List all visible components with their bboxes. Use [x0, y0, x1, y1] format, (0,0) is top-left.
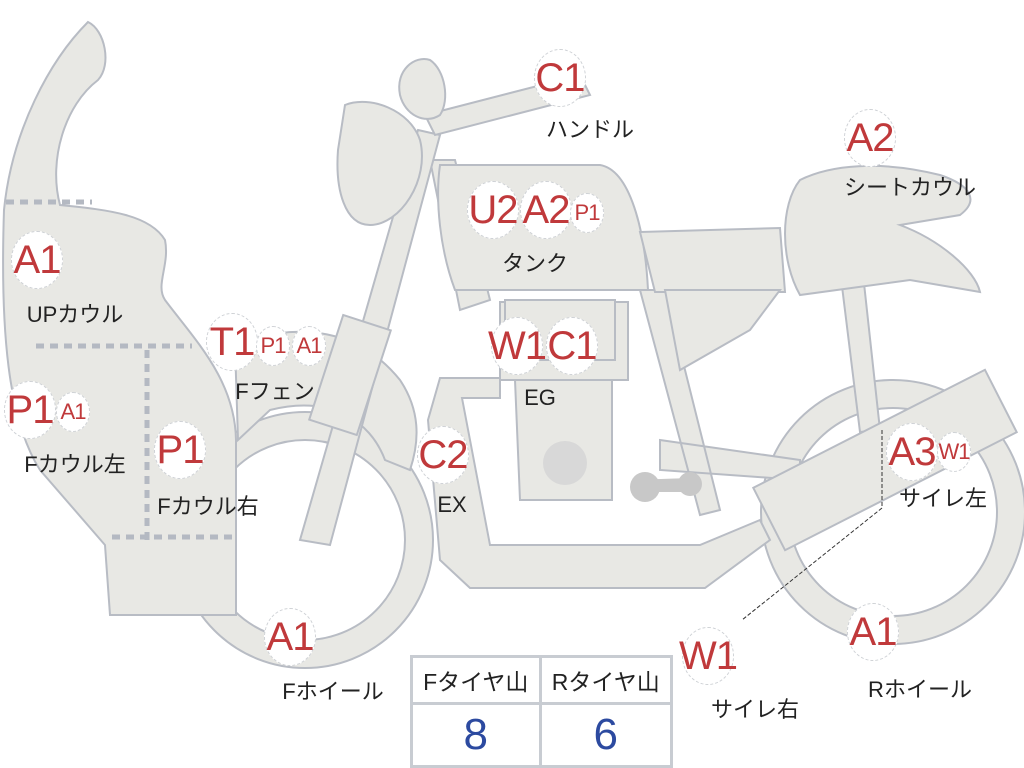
- badge-exhaust-c2: C2: [417, 426, 469, 484]
- badge-tank-u2: U2: [467, 181, 519, 239]
- header-rear-tire: Rタイヤ山: [538, 655, 673, 705]
- frame: [428, 159, 882, 517]
- headlight: [336, 100, 423, 227]
- header-front-tire: Fタイヤ山: [410, 655, 542, 705]
- badge-silencer-left-a3: A3: [886, 423, 938, 481]
- badge-engine-c1: C1: [546, 317, 598, 375]
- badge-up-cowl-a1: A1: [11, 231, 63, 289]
- value-front-tire: 8: [410, 702, 542, 768]
- label-seat-cowl: シートカウル: [843, 175, 977, 200]
- side-cover: [663, 289, 782, 372]
- label-f-cowl-left: Fカウル左: [24, 452, 126, 477]
- label-handle: ハンドル: [545, 117, 635, 142]
- tire-tread-table: Fタイヤ山 Rタイヤ山 8 6: [410, 655, 673, 768]
- seat-cowl: [784, 164, 982, 297]
- seat: [638, 226, 787, 293]
- badge-tank-a2: A2: [520, 181, 572, 239]
- value-rear-tire: 6: [538, 702, 673, 768]
- badge-silencer-right-w1: W1: [679, 627, 738, 685]
- badge-f-cowl-left-p1: P1: [4, 381, 56, 439]
- label-tank: タンク: [501, 251, 569, 276]
- badge-f-fender-p1: P1: [256, 326, 290, 366]
- badge-f-cowl-right-p1: P1: [154, 421, 206, 479]
- badge-tank-p1: P1: [570, 193, 604, 233]
- label-f-wheel: Fホイール: [282, 679, 384, 704]
- mirror: [398, 58, 447, 120]
- exhaust-pipe: [426, 377, 772, 589]
- label-r-wheel: Rホイール: [868, 677, 972, 702]
- label-silencer-left: サイレ左: [898, 486, 988, 511]
- label-silencer-right: サイレ右: [710, 697, 800, 722]
- label-up-cowl: UPカウル: [26, 302, 124, 327]
- badge-f-wheel-a1: A1: [264, 608, 316, 666]
- label-f-fender: Fフェン: [235, 379, 315, 404]
- label-engine: EG: [524, 385, 556, 410]
- badge-engine-w1: W1: [488, 317, 547, 375]
- badge-handle-c1: C1: [534, 49, 586, 107]
- badge-r-wheel-a1: A1: [847, 603, 899, 661]
- silencer: [751, 368, 1019, 552]
- badge-f-fender-a1: A1: [292, 326, 326, 366]
- label-f-cowl-right: Fカウル右: [157, 494, 259, 519]
- badge-f-fender-t1: T1: [206, 313, 258, 371]
- badge-silencer-left-w1: W1: [937, 432, 971, 472]
- badge-f-cowl-left-a1: A1: [56, 392, 90, 432]
- badge-seat-cowl-a2: A2: [844, 109, 896, 167]
- label-exhaust: EX: [437, 492, 467, 517]
